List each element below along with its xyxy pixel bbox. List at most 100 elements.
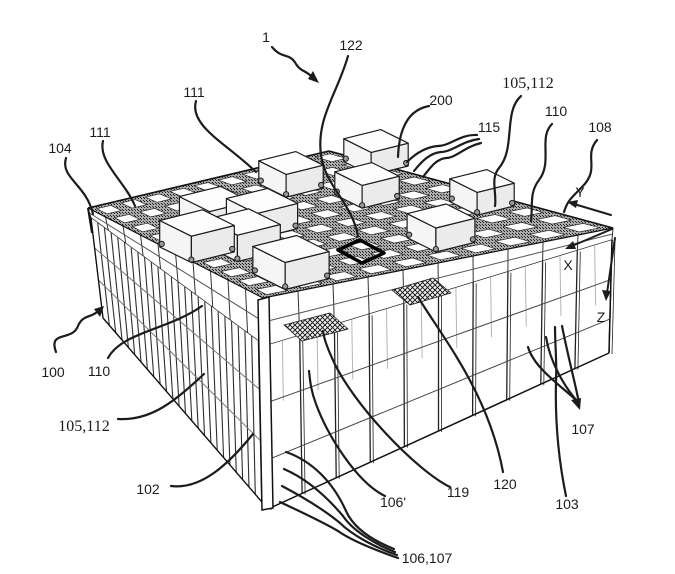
axis-label-y: Y: [575, 184, 585, 200]
interior-column: [351, 319, 354, 380]
grid-cell-opening: [398, 176, 431, 186]
grid-cell-opening: [255, 285, 288, 295]
second-level-band-left: [88, 208, 265, 346]
left-wall-column-stripe: [251, 336, 256, 495]
leader-106107-d: [278, 500, 400, 560]
band-mid-rail: [263, 233, 613, 323]
vehicle-wheel: [342, 155, 349, 162]
ref-label-110-left: 110: [88, 363, 111, 379]
leader-107-a: [526, 345, 577, 401]
left-wall-column-stripe: [103, 227, 117, 333]
grid-cell-opening: [495, 236, 531, 247]
leader-102: [169, 432, 255, 488]
grid-cell-opening: [202, 258, 233, 269]
hatched-cell-right: [391, 277, 452, 306]
leader-115-b: [412, 137, 481, 173]
robot-vehicle: [257, 151, 325, 198]
grid-cell-opening: [468, 228, 505, 239]
left-wall-column-stripe: [197, 296, 206, 436]
wall-horizontal-rail: [266, 318, 611, 461]
wall-column-edge: [577, 251, 581, 370]
grid-cell-opening: [309, 209, 343, 219]
hatched-cell-left: [283, 312, 349, 342]
coordinate-axes: Y X Z: [563, 184, 616, 325]
wall-column: [333, 324, 337, 478]
vehicle-wheel: [509, 199, 516, 207]
arrowhead-100: [94, 306, 104, 317]
wall-column-edge: [371, 315, 374, 464]
grid-cell-opening: [356, 225, 391, 236]
wall-column: [299, 335, 303, 494]
vehicle-wheel: [432, 245, 439, 253]
vehicle-wheel: [406, 231, 413, 238]
leader-111a: [101, 139, 137, 208]
interior-column: [385, 308, 388, 369]
wall-column: [574, 250, 578, 369]
grid-cell-opening: [131, 222, 160, 233]
ref-label-111-b: 111: [183, 84, 204, 100]
wall-column: [506, 271, 509, 400]
grid-cell-opening: [502, 222, 538, 232]
wall-column-edge: [337, 325, 340, 479]
robot-vehicle: [251, 234, 331, 291]
left-corner-post: [87, 207, 93, 234]
vehicle-wheel: [282, 283, 289, 290]
leader-110-top: [529, 122, 554, 223]
x-arrowhead: [565, 241, 576, 249]
vehicle-wheel: [469, 236, 476, 243]
interior-column: [594, 245, 597, 306]
ref-label-119: 119: [447, 484, 470, 500]
storage-structure: [87, 129, 616, 511]
wall-horizontal-rail: [98, 279, 268, 448]
left-wall-column-stripe: [217, 311, 225, 458]
robot-vehicle: [333, 162, 401, 209]
x-axis-arrow: [571, 228, 613, 247]
leader-105112-top: [493, 94, 523, 208]
left-wall-column-stripe: [123, 242, 136, 355]
left-wall-column-stripe: [230, 321, 237, 473]
vehicle-wheel: [234, 255, 241, 262]
vehicle-wheel: [251, 267, 258, 274]
robot-vehicle: [406, 203, 476, 253]
vehicle-wheel: [394, 192, 401, 200]
z-axis-arrow: [606, 237, 616, 294]
vehicle-wheel: [318, 181, 325, 189]
ref-label-200: 200: [429, 92, 453, 108]
reference-numerals: 104 111 111 1 122 200 105,112 115 110 10…: [41, 29, 612, 566]
grid-cell-opening: [459, 243, 497, 254]
wall-column: [540, 261, 544, 385]
ref-label-122: 122: [339, 37, 363, 53]
leader-111b: [194, 99, 258, 174]
leader-104: [64, 156, 95, 216]
axis-label-z: Z: [597, 309, 606, 325]
leader-106prime: [307, 369, 387, 498]
ref-label-100: 100: [41, 364, 65, 380]
grid-cell-opening: [217, 176, 248, 186]
left-wall-column-stripe: [164, 272, 174, 399]
left-wall-column-stripe: [143, 257, 155, 377]
vehicle-wheel: [257, 177, 264, 184]
wall-horizontal-rail: [265, 279, 612, 404]
leader-119: [321, 329, 452, 489]
left-wall-column-stripe: [150, 262, 161, 385]
grid-cell-opening: [357, 264, 393, 275]
leader-108: [562, 138, 599, 214]
left-wall-column-stripe: [184, 286, 193, 421]
ref-label-103: 103: [555, 496, 579, 512]
grid-cell-opening: [529, 229, 566, 240]
wall-column: [471, 282, 474, 416]
leader-110-left: [106, 304, 204, 360]
leader-106107-b: [282, 467, 397, 554]
grid-cell-opening: [323, 271, 358, 282]
grid-cell-opening: [113, 213, 141, 224]
ref-label-110-top: 110: [545, 103, 568, 119]
left-wall-column-stripe: [237, 326, 244, 480]
grid-cell-opening: [333, 217, 367, 227]
ref-label-105112-top: 105,112: [502, 75, 553, 92]
vehicle-top-face: [252, 234, 330, 264]
vehicle-wheel: [283, 191, 290, 198]
z-arrowhead: [602, 290, 611, 301]
vehicle-wheel: [474, 209, 481, 216]
ref-label-102: 102: [136, 481, 160, 497]
